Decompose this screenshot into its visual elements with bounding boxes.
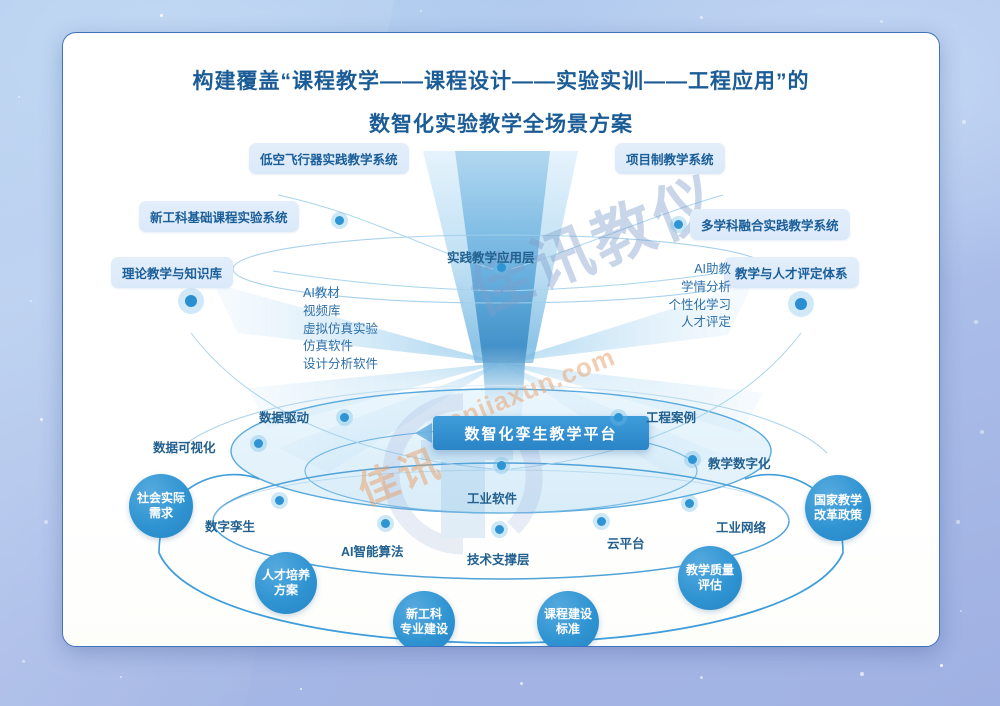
node-dot-digital-twin[interactable] <box>275 496 284 505</box>
label-teaching-digitalization: 教学数字化 <box>708 457 771 471</box>
node-dot-application-layer[interactable] <box>497 263 506 272</box>
label-cloud-platform: 云平台 <box>607 537 645 551</box>
label-industrial-software: 工业软件 <box>467 492 518 506</box>
ai-item-2: 个性化学习 <box>668 297 731 312</box>
node-dot-data-visualization[interactable] <box>254 439 263 448</box>
chip-low-altitude-aircraft[interactable]: 低空飞行器实践教学系统 <box>249 143 409 174</box>
node-dot-cloud-platform[interactable] <box>597 517 606 526</box>
label-support-layer: 技术支撑层 <box>467 553 530 567</box>
node-dot-teaching-digitalization[interactable] <box>688 455 697 464</box>
chip-new-engineering-basic-course[interactable]: 新工科基础课程实验系统 <box>139 201 299 232</box>
page-title: 构建覆盖“课程教学——课程设计——实验实训——工程应用”的 数智化实验教学全场景… <box>63 71 939 135</box>
chip-multidisciplinary-practice[interactable]: 多学科融合实践教学系统 <box>690 209 850 240</box>
label-digital-twin: 数字孪生 <box>205 520 256 534</box>
platform-ribbon-label: 数智化孪生教学平台 <box>464 425 618 443</box>
ai-stack-list: AI助教 学情分析 个性化学习 人才评定 <box>647 261 731 332</box>
bubble-social-demand[interactable]: 社会实际需求 <box>129 474 193 538</box>
bubble-course-construction-standard[interactable]: 课程建设标准 <box>537 591 599 646</box>
bubble-teaching-quality-evaluation[interactable]: 教学质量评估 <box>678 546 742 610</box>
resource-item-3: 仿真软件 <box>303 339 354 354</box>
label-engineering-case: 工程案例 <box>646 411 697 425</box>
node-dot-multidisciplinary[interactable] <box>674 220 683 229</box>
funnel-diagram-artwork <box>158 151 844 644</box>
resource-stack-list: AI教材 视频库 虚拟仿真实验 仿真软件 设计分析软件 <box>303 285 378 374</box>
page-title-line2: 数智化实验教学全场景方案 <box>369 113 633 136</box>
label-data-driven: 数据驱动 <box>259 411 310 425</box>
node-dot-new-engineering[interactable] <box>335 216 344 225</box>
resource-item-1: 视频库 <box>303 303 341 318</box>
chip-theory-teaching-knowledge-base[interactable]: 理论教学与知识库 <box>111 257 234 288</box>
node-dot-industrial-network[interactable] <box>685 499 694 508</box>
bubble-talent-training-plan[interactable]: 人才培养方案 <box>255 552 317 614</box>
chip-teaching-talent-evaluation[interactable]: 教学与人才评定体系 <box>724 257 859 288</box>
ai-item-0: AI助教 <box>694 262 731 276</box>
label-data-visualization: 数据可视化 <box>153 441 216 455</box>
content-card: 构建覆盖“课程教学——课程设计——实验实训——工程应用”的 数智化实验教学全场景… <box>62 32 940 647</box>
node-dot-ai-algorithm[interactable] <box>381 519 390 528</box>
node-dot-engineering-case[interactable] <box>614 413 623 422</box>
resource-item-2: 虚拟仿真实验 <box>303 321 379 336</box>
label-industrial-network: 工业网络 <box>716 521 767 535</box>
node-dot-data-driven[interactable] <box>340 413 349 422</box>
bubble-new-engineering-major[interactable]: 新工科专业建设 <box>393 591 455 646</box>
node-dot-teaching-evaluation[interactable] <box>795 298 807 310</box>
resource-item-4: 设计分析软件 <box>303 357 379 371</box>
chip-project-based-teaching[interactable]: 项目制教学系统 <box>615 143 725 174</box>
node-dot-support-layer[interactable] <box>495 525 504 534</box>
label-application-layer: 实践教学应用层 <box>447 251 535 265</box>
resource-item-0: AI教材 <box>303 286 340 300</box>
node-dot-industrial-software[interactable] <box>497 461 506 470</box>
bubble-national-education-policy[interactable]: 国家教学改革政策 <box>805 475 871 541</box>
page-title-line1: 构建覆盖“课程教学——课程设计——实验实训——工程应用”的 <box>192 70 810 93</box>
node-dot-theory-teaching[interactable] <box>185 295 197 307</box>
ai-item-1: 学情分析 <box>680 279 731 294</box>
platform-ribbon-arrow-icon <box>415 423 432 443</box>
ai-item-3: 人才评定 <box>680 315 731 330</box>
label-ai-algorithm: AI智能算法 <box>341 545 404 559</box>
platform-ribbon: 数智化孪生教学平台 <box>433 416 649 450</box>
